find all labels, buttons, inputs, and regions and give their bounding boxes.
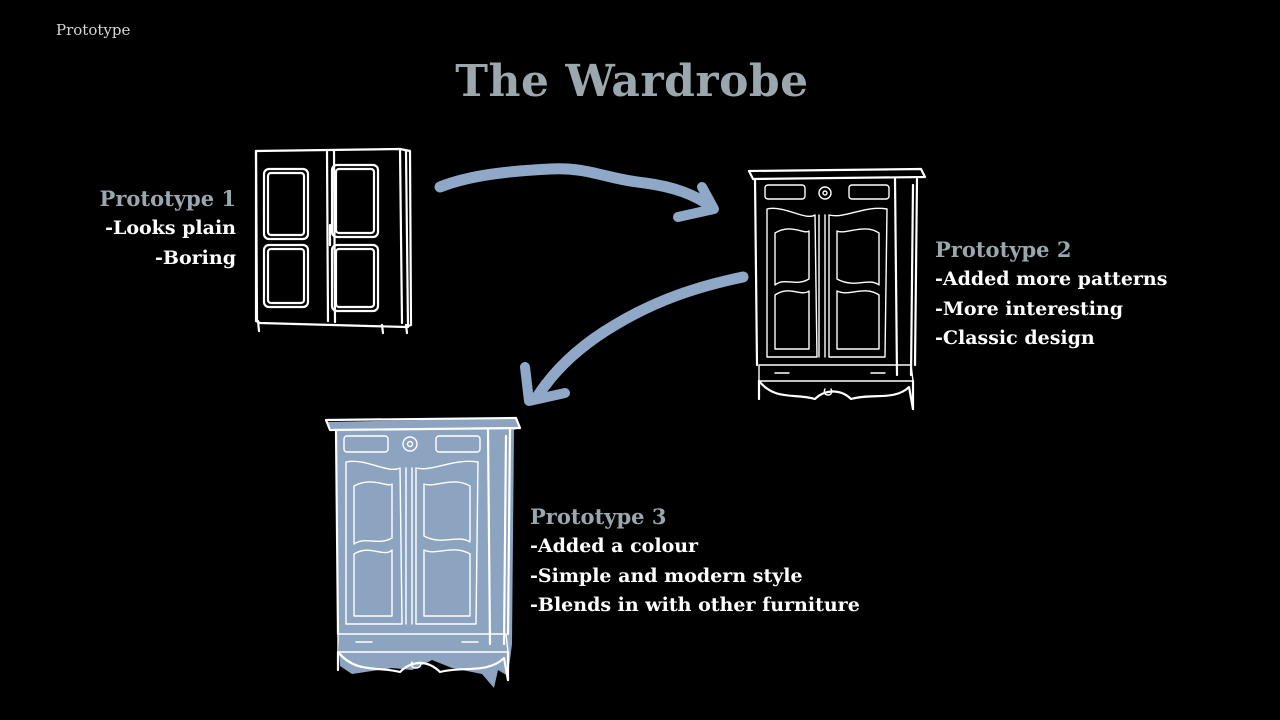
page-title: The Wardrobe — [455, 56, 809, 107]
prototype-1-title: Prototype 1 — [99, 186, 236, 211]
prototype-3-point: -Blends in with other furniture — [530, 594, 860, 616]
prototype-3-point: -Added a colour — [530, 535, 699, 557]
prototype-2-block: Prototype 2 -Added more patterns -More i… — [935, 235, 1255, 354]
prototype-2-point: -Classic design — [935, 327, 1095, 349]
section-label: Prototype — [56, 21, 131, 39]
blue-wardrobe-sketch-icon — [324, 416, 522, 688]
prototype-2-point: -Added more patterns — [935, 268, 1168, 290]
prototype-3-point: -Simple and modern style — [530, 564, 803, 587]
prototype-1-point: -Boring — [155, 246, 236, 269]
prototype-2-title: Prototype 2 — [935, 237, 1072, 262]
ornate-wardrobe-sketch-icon — [747, 167, 927, 411]
curved-arrow-right-icon — [434, 163, 719, 222]
prototype-1-block: Prototype 1 -Looks plain -Boring — [60, 184, 236, 273]
prototype-2-point: -More interesting — [935, 297, 1124, 320]
prototype-3-block: Prototype 3 -Added a colour -Simple and … — [530, 502, 950, 621]
plain-wardrobe-sketch-icon — [254, 147, 413, 335]
curved-arrow-down-left-icon — [520, 271, 749, 406]
prototype-1-point: -Looks plain — [105, 217, 236, 239]
prototype-3-title: Prototype 3 — [530, 504, 667, 529]
